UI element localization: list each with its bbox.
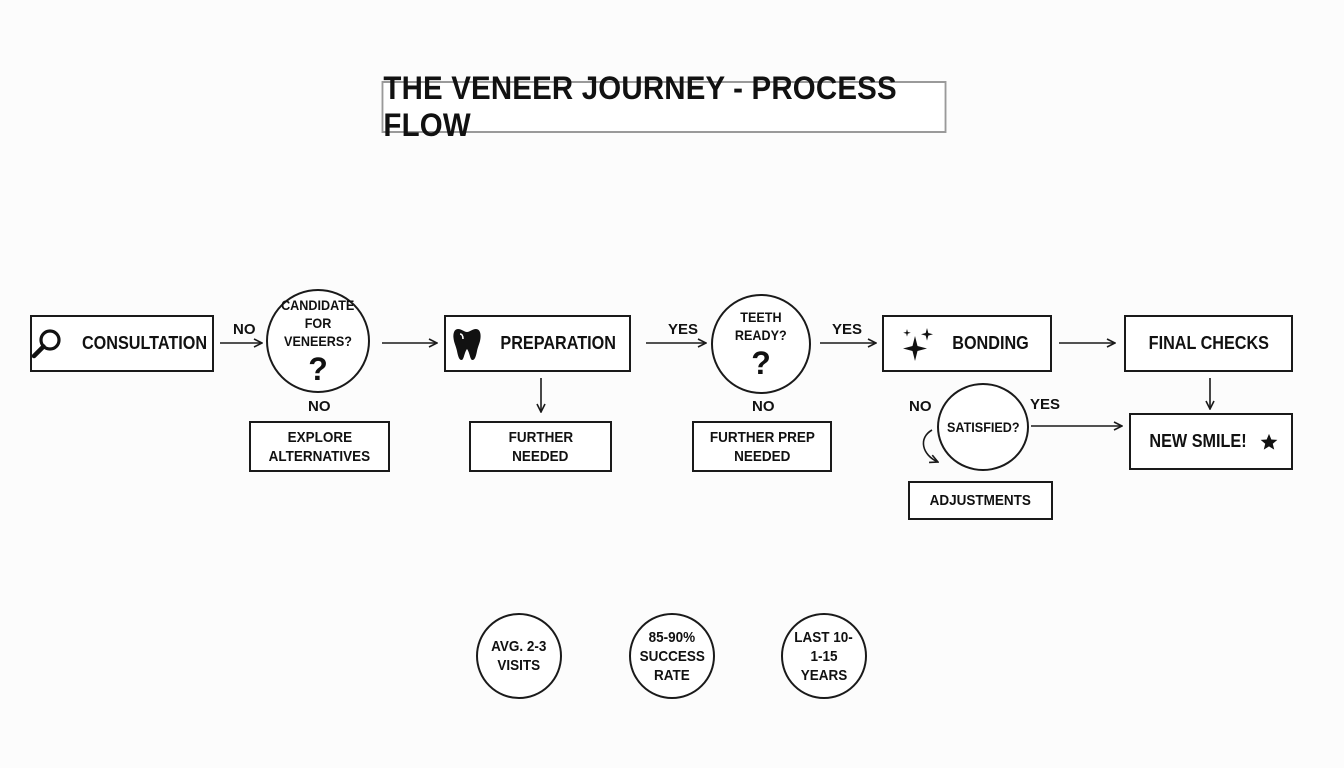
- edge-label-no: NO: [909, 398, 932, 415]
- stat-success-line2: SUCCESS: [639, 647, 705, 665]
- teeth-ready-line2: READY?: [735, 327, 787, 343]
- candidate-line1: CANDIDATE: [281, 297, 355, 313]
- satisfied-decision: SATISFIED?: [937, 383, 1029, 471]
- stat-success-line1: 85-90%: [648, 628, 696, 646]
- stat-success-rate: 85-90% SUCCESS RATE: [629, 613, 715, 699]
- edge-label-no: NO: [308, 398, 331, 415]
- magnifier-icon: [31, 328, 63, 360]
- bonding-label: BONDING: [951, 333, 1029, 353]
- preparation-box: PREPARATION: [444, 315, 631, 372]
- further-prep-box: FURTHER PREP NEEDED: [692, 421, 832, 472]
- stat-visits-line1: AVG. 2-3: [491, 638, 547, 655]
- edge-label-no: NO: [233, 321, 256, 338]
- stat-lifespan-line2: 1-15 YEARS: [800, 647, 848, 684]
- candidate-line2: FOR VENEERS?: [284, 315, 352, 349]
- bonding-box: BONDING: [882, 315, 1052, 372]
- teeth-ready-line1: TEETH: [740, 309, 782, 325]
- further-needed-line2: NEEDED: [512, 447, 569, 465]
- question-mark-icon: ?: [751, 345, 771, 381]
- final-checks-label: FINAL CHECKS: [1148, 333, 1269, 353]
- further-needed-box: FURTHER NEEDED: [469, 421, 612, 472]
- stat-lifespan: LAST 10- 1-15 YEARS: [781, 613, 867, 699]
- adjustments-box: ADJUSTMENTS: [908, 481, 1053, 520]
- edge-label-no: NO: [752, 398, 775, 415]
- teeth-ready-decision: TEETH READY? ?: [711, 294, 811, 394]
- candidate-decision: CANDIDATE FOR VENEERS? ?: [266, 289, 370, 393]
- diagram-title: THE VENEER JOURNEY - PROCESS FLOW: [381, 70, 947, 143]
- arrow-satisfied-adjustments: [922, 429, 938, 462]
- stat-success-line3: RATE: [654, 666, 690, 684]
- stat-visits: AVG. 2-3 VISITS: [476, 613, 562, 699]
- preparation-label: PREPARATION: [500, 333, 617, 353]
- edge-label-yes: YES: [668, 321, 699, 338]
- consultation-box: CONSULTATION: [30, 315, 214, 372]
- sparkle-icon: [902, 327, 936, 361]
- tooth-icon: [452, 327, 482, 361]
- stat-visits-line2: VISITS: [497, 657, 541, 674]
- star-icon: [1260, 433, 1278, 451]
- edge-label-yes: YES: [832, 321, 863, 338]
- final-checks-box: FINAL CHECKS: [1124, 315, 1293, 372]
- stat-lifespan-line1: LAST 10-: [794, 628, 854, 646]
- satisfied-label: SATISFIED?: [946, 419, 1020, 435]
- explore-line2: ALTERNATIVES: [268, 447, 371, 465]
- new-smile-box: NEW SMILE!: [1129, 413, 1293, 470]
- question-mark-icon: ?: [308, 351, 328, 387]
- further-needed-line1: FURTHER: [508, 428, 573, 446]
- further-prep-line2: NEEDED: [733, 447, 791, 465]
- further-prep-line1: FURTHER PREP: [709, 428, 815, 446]
- explore-line1: EXPLORE: [287, 428, 352, 446]
- explore-alternatives-box: EXPLORE ALTERNATIVES: [249, 421, 390, 472]
- new-smile-label: NEW SMILE!: [1149, 431, 1247, 451]
- consultation-label: CONSULTATION: [81, 333, 207, 353]
- edge-label-yes: YES: [1030, 396, 1061, 413]
- adjustments-label: ADJUSTMENTS: [929, 492, 1032, 509]
